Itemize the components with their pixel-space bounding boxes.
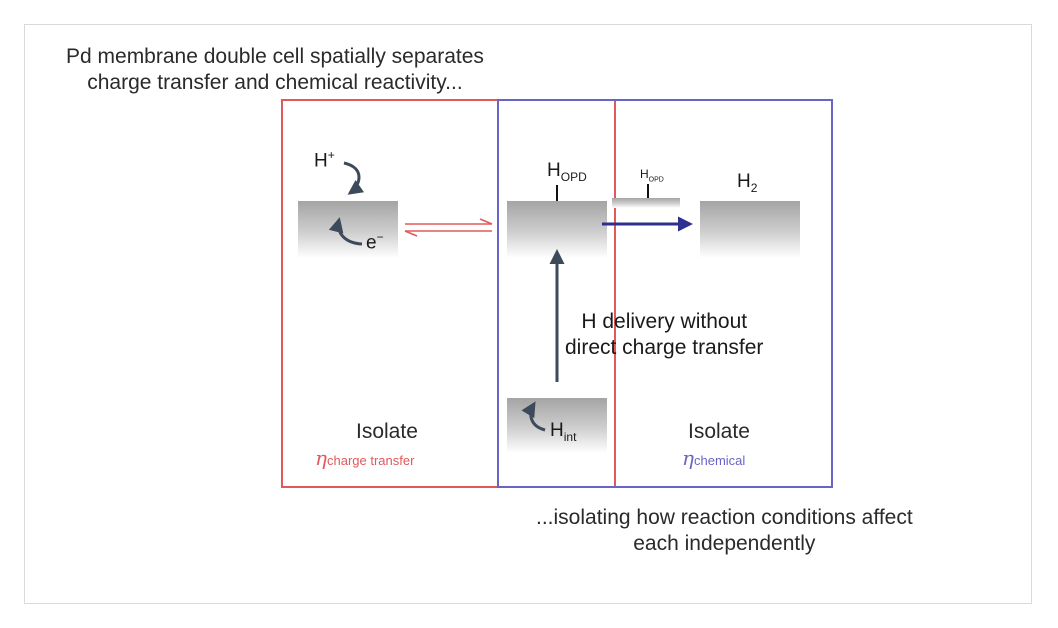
h-delivery-note-line2: direct charge transfer	[565, 336, 764, 359]
label-h-plus: H+	[314, 148, 335, 172]
label-h-opd-2: HOPD	[640, 167, 664, 184]
h-delivery-note: H delivery without direct charge transfe…	[565, 309, 763, 361]
curved-arrow-electron	[328, 217, 363, 246]
label-h-opd-1: HOPD	[547, 160, 587, 184]
figure-footer: ...isolating how reaction conditions aff…	[536, 505, 913, 557]
figure-footer-line2: each independently	[633, 532, 816, 555]
left-isolate-label: Isolate	[356, 420, 418, 443]
label-h-int: Hint	[550, 420, 577, 444]
surface-center	[507, 201, 607, 258]
left-cell-border	[281, 99, 616, 488]
eta-charge-transfer: ηcharge transfer	[315, 446, 415, 470]
surface-membrane-sliver	[612, 198, 680, 208]
surface-right	[700, 201, 800, 258]
label-h2: H2	[737, 171, 758, 195]
figure-title-line1: Pd membrane double cell spatially separa…	[66, 45, 484, 68]
curved-arrow-h-int	[521, 401, 546, 432]
right-cell-border	[497, 99, 833, 488]
right-isolate-label: Isolate	[688, 420, 750, 443]
equilibrium-arrow-forward-head	[479, 218, 493, 225]
label-electron: e−	[366, 230, 384, 254]
figure-title: Pd membrane double cell spatially separa…	[66, 44, 484, 96]
figure-footer-line1: ...isolating how reaction conditions aff…	[536, 506, 913, 529]
curved-arrow-h-plus	[343, 161, 365, 195]
equilibrium-arrow-backward-head	[404, 230, 418, 237]
eta-chemical: ηchemical	[682, 446, 746, 470]
figure-title-line2: charge transfer and chemical reactivity.…	[87, 71, 463, 94]
figure-frame	[24, 24, 1032, 604]
h-delivery-note-line1: H delivery without	[581, 310, 748, 333]
surface-left	[298, 201, 398, 258]
